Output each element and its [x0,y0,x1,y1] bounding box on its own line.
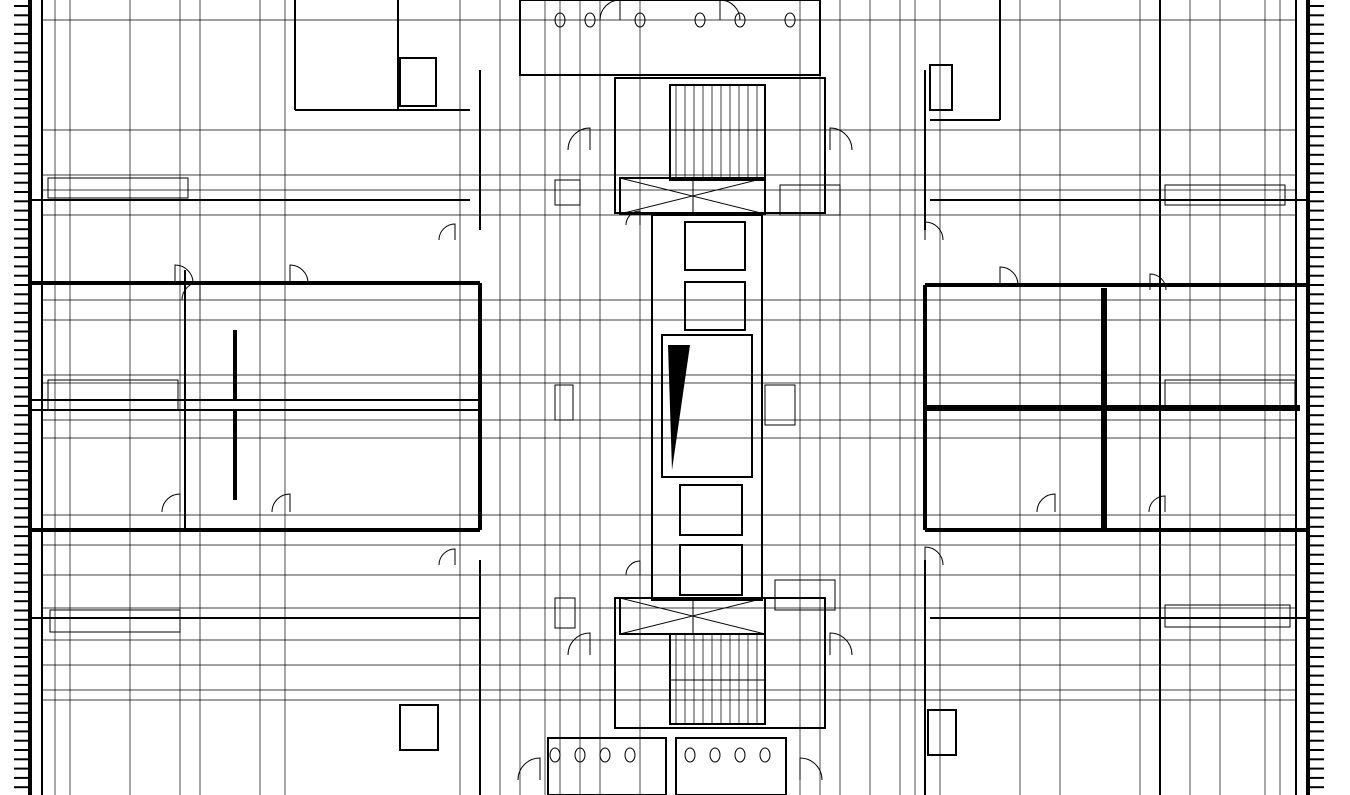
door-swing [1149,273,1167,291]
door-swing [438,223,456,241]
toilet-fixture [574,747,586,763]
outer-walls [28,0,1310,795]
toilet-fixture [599,747,611,763]
door-swing [999,266,1019,286]
door-swing [517,757,541,781]
toilet-fixture [784,12,796,28]
dimension-lines [42,0,1296,795]
column-unit [1164,604,1291,628]
door-swing [271,493,291,513]
column-unit [774,579,836,611]
column-unit [1164,379,1296,411]
door-swings [161,0,1167,781]
toilet-fixture [734,12,746,28]
toilet-fixture [634,12,646,28]
door-swing [161,493,181,513]
door-swing [625,210,641,226]
door-swing [829,127,853,151]
door-swing [829,632,853,656]
toilet-fixture [709,747,721,763]
column-unit [554,179,581,206]
vertical-walls [184,0,1161,795]
column-unit [764,384,796,426]
toilet-fixture [549,747,561,763]
toilet-fixture [734,747,746,763]
column-unit [779,184,841,216]
door-swing [719,0,741,21]
column-unit [554,384,574,421]
toilet-fixture [554,12,566,28]
door-swing [924,546,944,566]
toilet-fixture [584,12,596,28]
door-swing [625,560,641,576]
door-swing [174,264,194,284]
fixtures [47,12,1296,763]
door-swing [1036,493,1056,513]
toilet-fixture [684,747,696,763]
toilet-fixture [759,747,771,763]
door-swing [799,757,823,781]
toilet-fixture [624,747,636,763]
door-swing [289,264,309,284]
door-swing [599,0,621,21]
door-swing [567,127,591,151]
stair-treads [670,85,765,724]
toilet-fixture [694,12,706,28]
door-swing [181,281,201,301]
central-core [614,77,826,729]
column-unit [554,597,576,629]
restroom-blocks [399,0,957,795]
column-unit [1164,184,1286,206]
door-swing [1148,495,1166,513]
column-unit [47,177,189,199]
door-swing [924,221,944,241]
door-swing [438,548,456,566]
column-unit [47,379,179,411]
horizontal-walls [30,109,1308,619]
column-unit [49,609,181,633]
border-tick-marks [14,5,1324,789]
door-swing [567,632,591,656]
